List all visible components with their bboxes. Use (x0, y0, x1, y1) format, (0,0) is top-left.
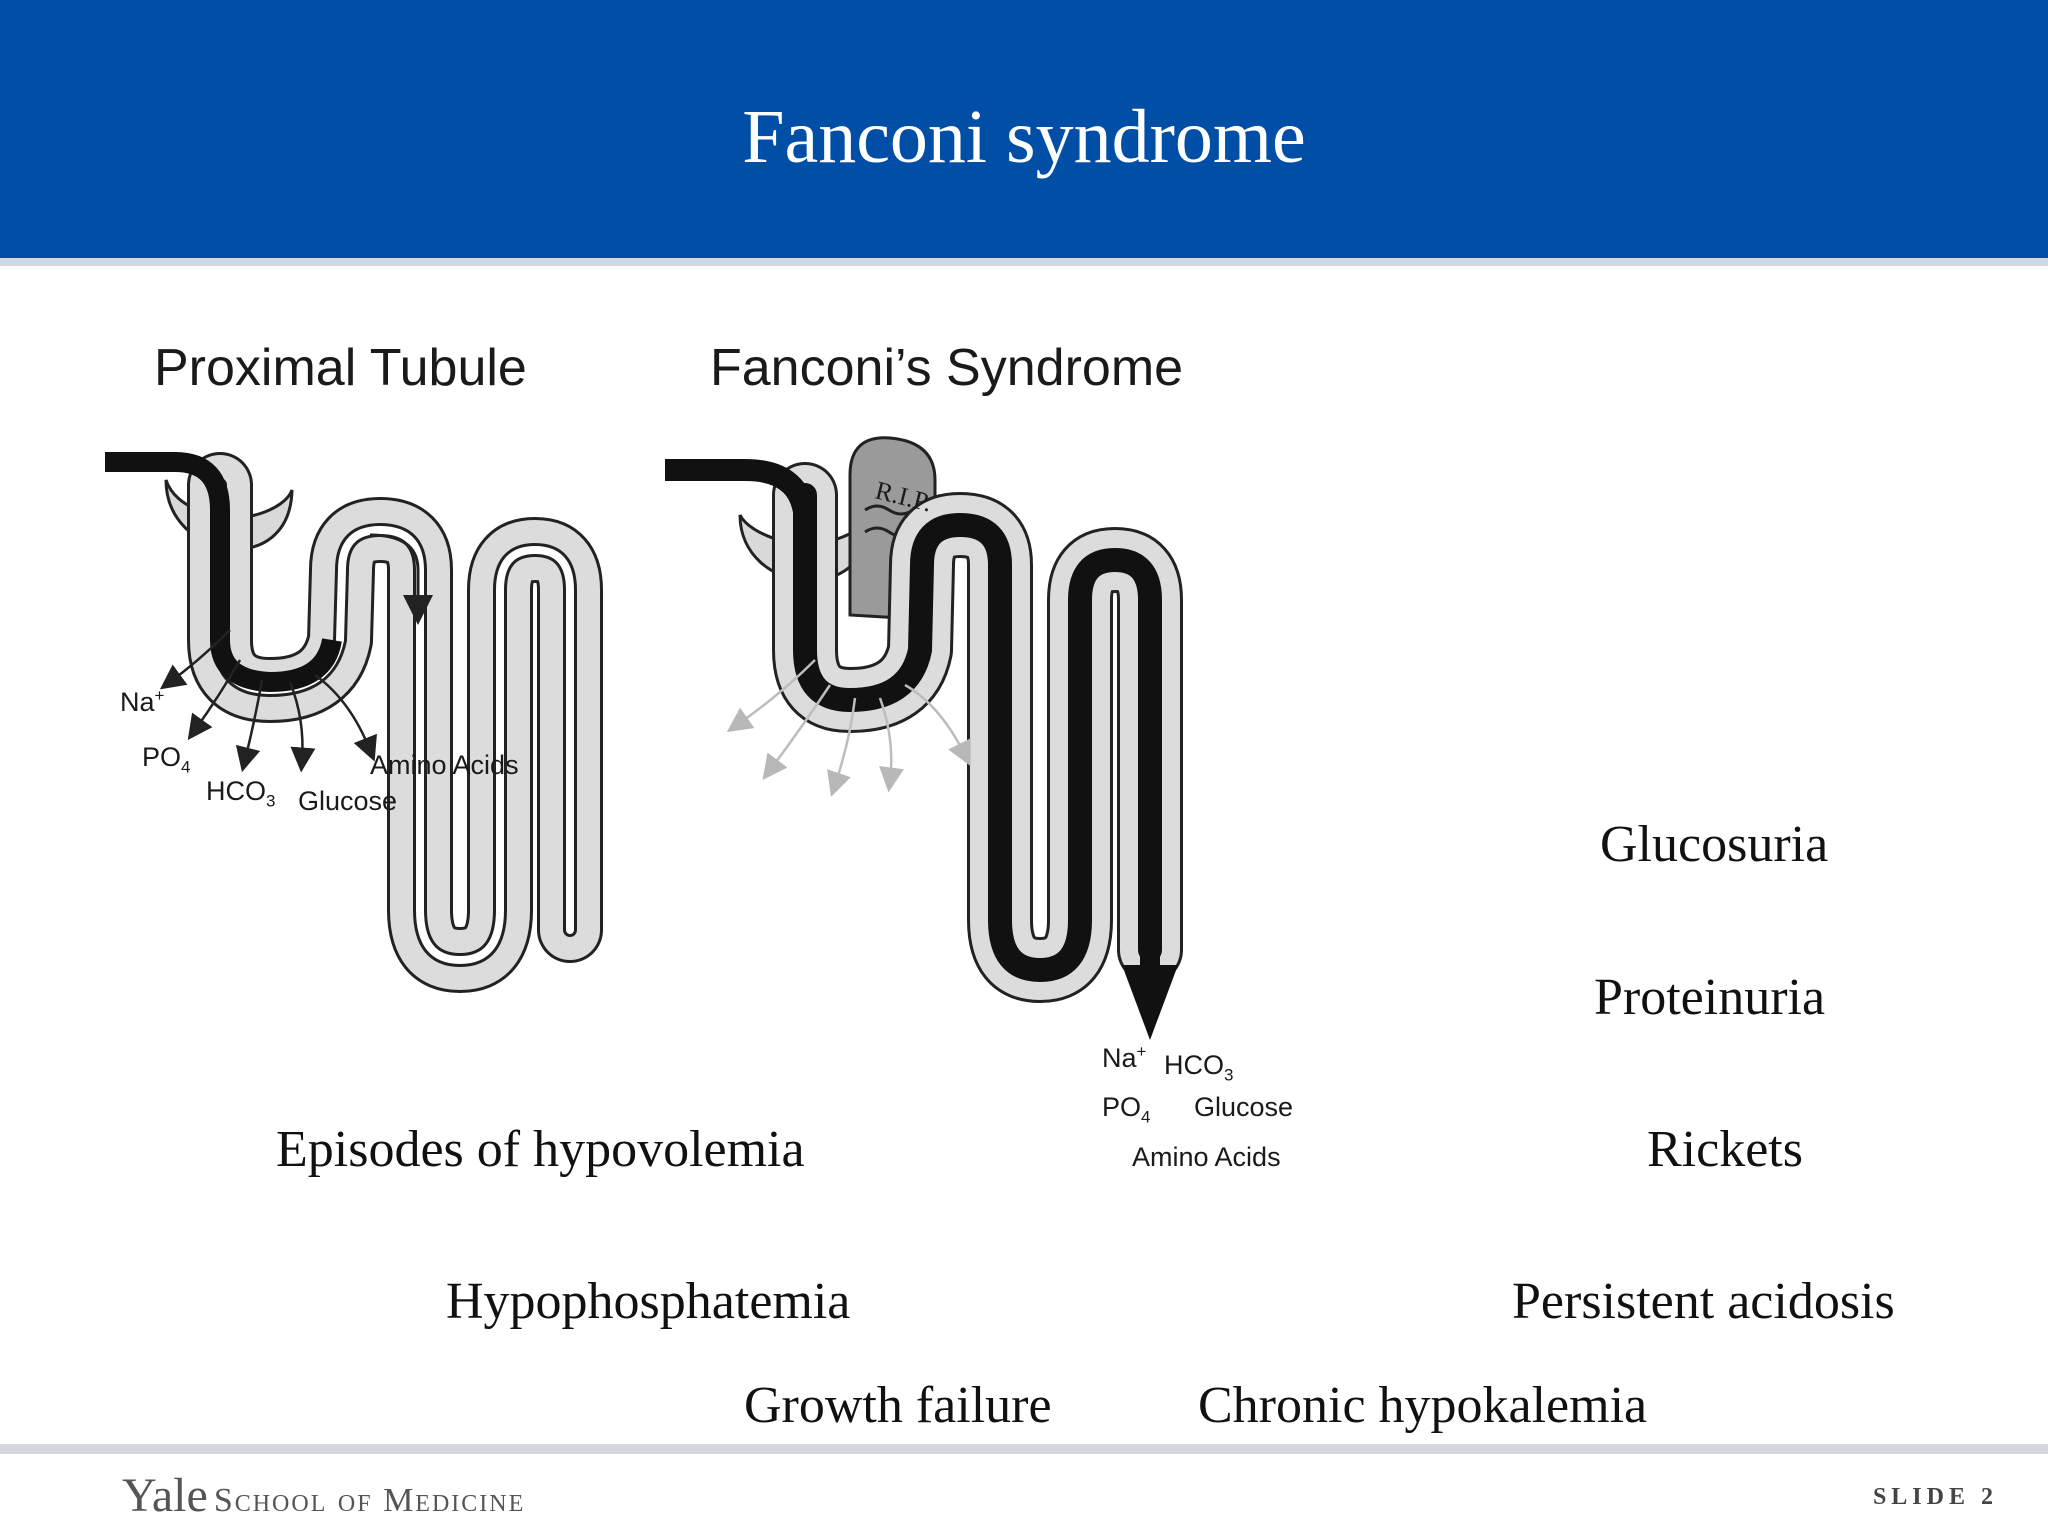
right-label-hco3: HCO3 (1164, 1050, 1234, 1085)
right-filtrate-flow (665, 459, 816, 550)
finding-hypophosphatemia: Hypophosphatemia (446, 1273, 851, 1330)
left-label-hco3: HCO3 (206, 776, 276, 811)
finding-growth-failure: Growth failure (744, 1377, 1052, 1434)
left-label-po4: PO4 (142, 742, 191, 777)
finding-rickets: Rickets (1647, 1121, 1803, 1178)
right-label-amino-acids: Amino Acids (1132, 1142, 1281, 1172)
normal-tubule (105, 452, 603, 993)
left-filtrate-flow (105, 452, 342, 692)
header-divider (0, 258, 2048, 266)
finding-glucosuria: Glucosuria (1600, 816, 1829, 873)
right-label-po4: PO4 (1102, 1092, 1151, 1127)
finding-episodes-hypovolemia: Episodes of hypovolemia (276, 1121, 805, 1178)
right-label-glucose: Glucose (1194, 1092, 1294, 1122)
title-banner: Fanconi syndrome (0, 0, 2048, 258)
footer-divider (0, 1444, 2048, 1454)
logo-school: School of Medicine (213, 1482, 526, 1519)
normal-tubule-heading: Proximal Tubule (154, 339, 527, 397)
finding-persistent-acidosis: Persistent acidosis (1512, 1273, 1895, 1330)
slide-number: SLIDE 2 (1872, 1484, 1998, 1510)
left-label-glucose: Glucose (298, 786, 398, 816)
left-flow-arrow-icon (369, 533, 433, 625)
tubule-diagram: Proximal Tubule Fanconi’s Syndrome R.I.P… (80, 310, 1380, 1190)
logo-yale: Yale (122, 1469, 208, 1522)
finding-chronic-hypokalemia: Chronic hypokalemia (1198, 1377, 1648, 1434)
reabsorption-arrows (159, 629, 377, 773)
right-label-na: Na+ (1102, 1042, 1147, 1073)
fanconi-heading: Fanconi’s Syndrome (710, 339, 1184, 397)
finding-proteinuria: Proteinuria (1594, 969, 1826, 1026)
failed-reabsorption-arrows (726, 659, 971, 797)
tubule-drawing (105, 436, 1183, 1040)
fanconi-tubule (665, 436, 1183, 1040)
left-label-na: Na+ (120, 686, 165, 717)
left-label-amino-acids: Amino Acids (370, 750, 519, 780)
outflow-arrow-icon (1122, 930, 1178, 1040)
slide-title: Fanconi syndrome (742, 95, 1306, 179)
